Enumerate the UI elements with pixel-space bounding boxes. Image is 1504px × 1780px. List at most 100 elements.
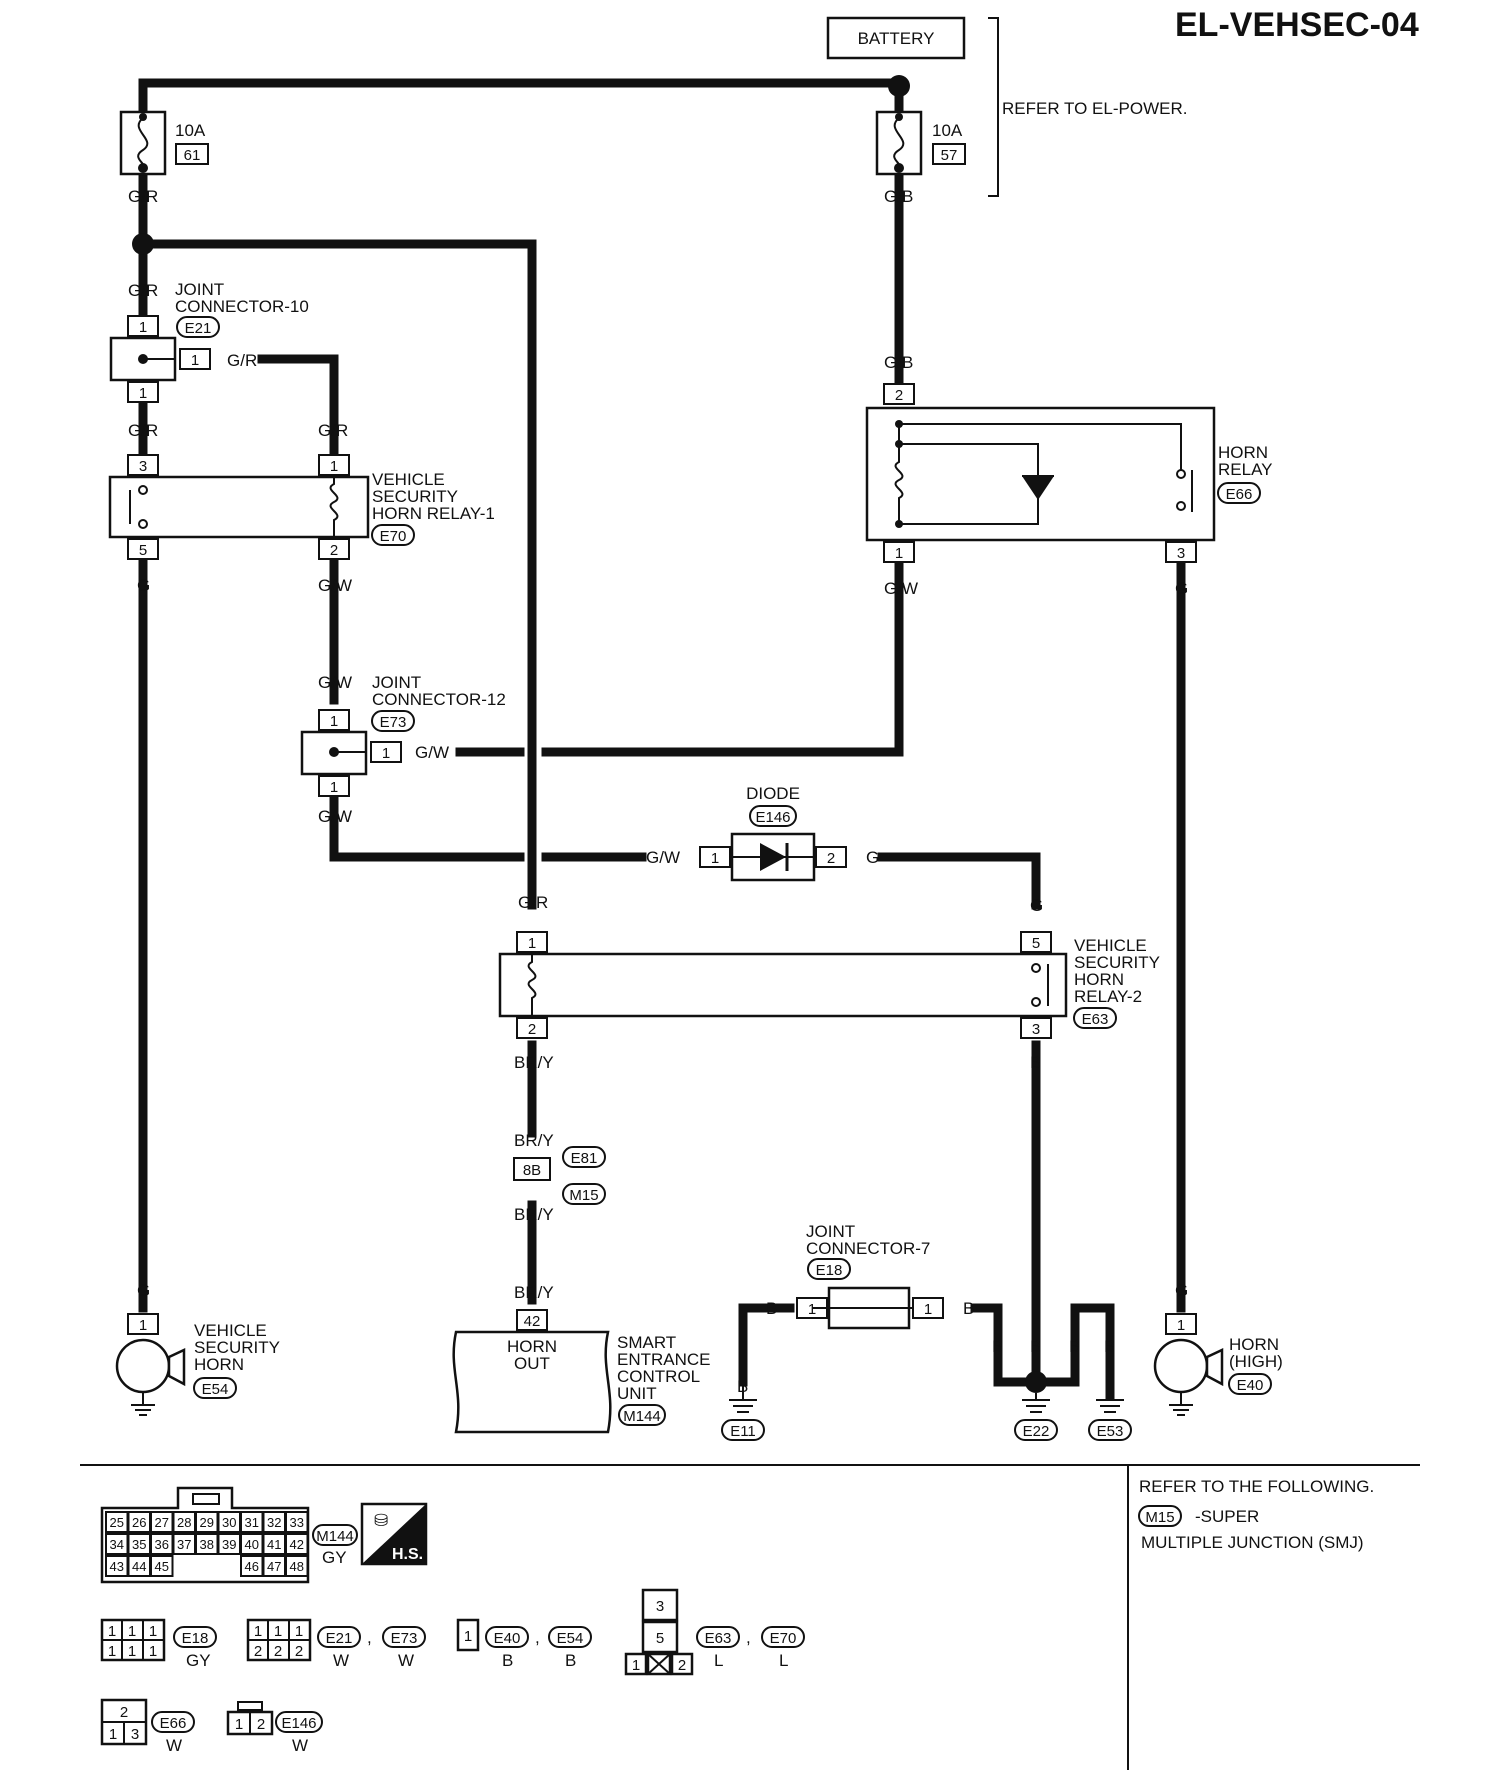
horn-high-code-oval: E40 <box>1228 1373 1272 1395</box>
svg-text:BR/Y: BR/Y <box>514 1283 554 1302</box>
svg-text:2: 2 <box>120 1704 128 1721</box>
svg-text:BR/Y: BR/Y <box>514 1053 554 1072</box>
svg-text:G/W: G/W <box>318 576 352 595</box>
svg-text:5: 5 <box>1032 935 1040 952</box>
svg-text:2: 2 <box>678 1657 686 1674</box>
m144-pin-number: 25 <box>110 1515 124 1530</box>
svg-text:B: B <box>1104 1337 1115 1356</box>
vshr1-name-line2: SECURITY <box>372 487 458 506</box>
m144-pin-number: 36 <box>155 1537 169 1552</box>
svg-text:G/W: G/W <box>415 743 449 762</box>
page-title: EL-VEHSEC-04 <box>1175 6 1419 44</box>
svg-text:1: 1 <box>464 1628 472 1645</box>
svg-text:2: 2 <box>274 1643 282 1660</box>
ground-e53: E53 <box>1088 1395 1132 1441</box>
legend-e63-e70-face: 3 5 1 2 E63 L , E70 L <box>624 1588 805 1676</box>
svg-text:1: 1 <box>108 1643 116 1660</box>
svg-text:,: , <box>367 1628 372 1647</box>
vshr1-name-line3: HORN RELAY-1 <box>372 504 495 523</box>
svg-text:8B: 8B <box>523 1162 541 1179</box>
svg-text:1: 1 <box>330 713 338 730</box>
jc7-name-line1: JOINT <box>806 1222 855 1241</box>
m144-pin-number: 38 <box>200 1537 214 1552</box>
m144-pin-number: 47 <box>267 1559 281 1574</box>
m144-pin-cell <box>285 1555 309 1577</box>
svg-text:2: 2 <box>254 1643 262 1660</box>
svg-text:E18: E18 <box>816 1262 843 1279</box>
m144-pin-number: 42 <box>290 1537 304 1552</box>
hs-badge: ⛁ H.S. <box>360 1502 428 1566</box>
svg-text:42: 42 <box>524 1313 541 1330</box>
legend-e66-face: 2 1 3 E66 W <box>100 1698 195 1755</box>
vshr1-code-oval: E70 <box>371 524 415 546</box>
svg-text:1: 1 <box>149 1643 157 1660</box>
svg-text:E70: E70 <box>380 528 407 545</box>
svg-text:E11: E11 <box>730 1423 756 1440</box>
svg-text:GY: GY <box>322 1548 347 1567</box>
svg-text:L: L <box>714 1651 723 1670</box>
svg-text:E21: E21 <box>326 1630 353 1647</box>
fuse-61-amp: 10A <box>175 121 206 140</box>
jc12-code-oval: E73 <box>371 710 415 732</box>
svg-text:G/R: G/R <box>318 421 348 440</box>
joint-connector-7: 1 1 <box>796 1286 944 1330</box>
fuse-57: 10A 57 <box>875 110 966 176</box>
svg-text:1: 1 <box>808 1301 816 1318</box>
svg-text:E146: E146 <box>281 1715 316 1732</box>
wire-gr-to-relay2 <box>138 239 537 910</box>
m144-pin-number: 37 <box>177 1537 191 1552</box>
svg-text:E54: E54 <box>202 1381 229 1398</box>
m144-pin-number: 26 <box>132 1515 146 1530</box>
jc12-name-line2: CONNECTOR-12 <box>372 690 506 709</box>
svg-text:G/W: G/W <box>318 673 352 692</box>
svg-text:1: 1 <box>924 1301 932 1318</box>
svg-text:1: 1 <box>254 1623 262 1640</box>
vs-horn-name-line3: HORN <box>194 1355 244 1374</box>
m144-pin-number: 28 <box>177 1515 191 1530</box>
svg-text:E146: E146 <box>755 809 790 826</box>
smj-connector: 8B E81 M15 <box>513 1146 606 1205</box>
secu-name-line4: UNIT <box>617 1384 657 1403</box>
vs-horn-name-line2: SECURITY <box>194 1338 280 1357</box>
svg-text:5: 5 <box>656 1630 664 1647</box>
refer-bracket <box>988 17 999 197</box>
svg-text:G/R: G/R <box>128 281 158 300</box>
svg-text:1: 1 <box>1177 1317 1185 1334</box>
vs-horn-code-oval: E54 <box>193 1377 237 1399</box>
vshr2-name-line4: RELAY-2 <box>1074 987 1142 1006</box>
joint-connector-10: 1 1 1 <box>109 315 211 403</box>
jc12-name-line1: JOINT <box>372 673 421 692</box>
svg-text:E21: E21 <box>185 320 212 337</box>
m144-pin-number: 45 <box>155 1559 169 1574</box>
svg-text:W: W <box>292 1736 308 1755</box>
connector-icon: ⛁ <box>374 1511 388 1530</box>
m144-pin-number: 33 <box>290 1515 304 1530</box>
legend-e40-e54-face: 1 E40 B , E54 B <box>456 1618 592 1670</box>
wire-jc10-branch <box>257 354 339 458</box>
wire-top-bus <box>138 78 904 165</box>
vs-horn-relay-2: 1 5 2 3 <box>498 931 1068 1039</box>
wire-g-diode-relay2 <box>877 852 1041 910</box>
svg-text:G/R: G/R <box>518 893 548 912</box>
smart-entrance-control-unit: 42 HORN OUT <box>452 1309 612 1434</box>
svg-text:5: 5 <box>139 542 147 559</box>
vshr2-name-line3: HORN <box>1074 970 1124 989</box>
svg-text:1: 1 <box>139 1317 147 1334</box>
legend-e146-face: 1 2 E146 W <box>226 1701 323 1755</box>
joint-connector-12: 1 1 1 <box>300 709 402 797</box>
svg-text:E22: E22 <box>1023 1423 1050 1440</box>
svg-text:G/R: G/R <box>128 187 158 206</box>
svg-text:B: B <box>737 1377 748 1396</box>
svg-text:3: 3 <box>131 1726 139 1743</box>
svg-text:G/R: G/R <box>227 351 257 370</box>
horn-high: 1 <box>1153 1313 1224 1416</box>
svg-text:E63: E63 <box>1082 1011 1109 1028</box>
svg-text:-SUPER: -SUPER <box>1195 1507 1259 1526</box>
horn-relay-name-line1: HORN <box>1218 443 1268 462</box>
smj-legend: M15 -SUPER MULTIPLE JUNCTION (SMJ) <box>1138 1505 1364 1552</box>
vehicle-security-horn: 1 <box>115 1313 186 1416</box>
